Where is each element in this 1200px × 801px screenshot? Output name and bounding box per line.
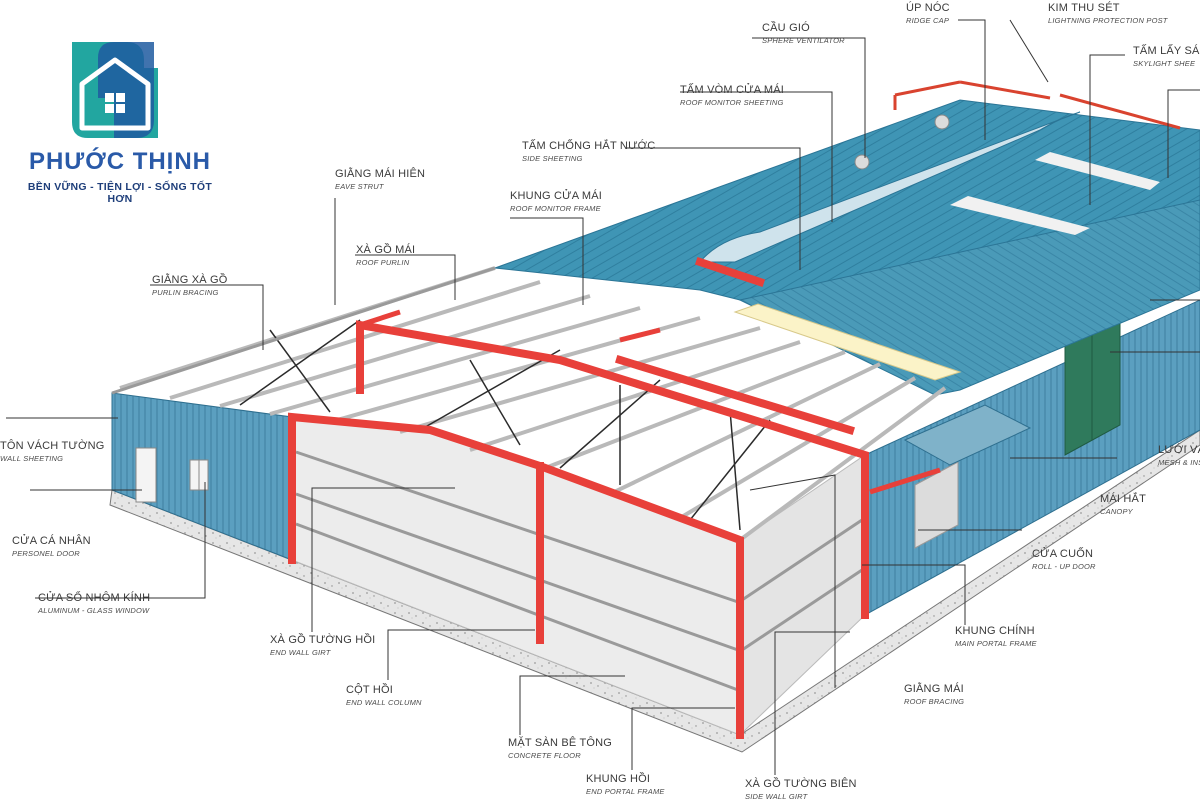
label-en: END WALL COLUMN	[346, 698, 422, 707]
label-vi: GIẰNG XÀ GỒ	[152, 274, 228, 286]
label-en: CANOPY	[1100, 507, 1133, 516]
label-vi: CẦU GIÓ	[762, 22, 810, 34]
label-wall-sheeting: TÔN VÁCH TƯỜNG WALL SHEETING	[0, 440, 105, 463]
label-lightning-post: KIM THU SÉT LIGHTNING PROTECTION POST	[1048, 2, 1168, 25]
brand-name: PHƯỚC THỊNH	[28, 148, 212, 175]
canopy-shape	[903, 404, 1032, 466]
label-mesh: LƯỚI VÀ MESH & INS	[1158, 444, 1200, 467]
label-main-portal-frame: KHUNG CHÍNH MAIN PORTAL FRAME	[955, 625, 1037, 648]
label-concrete-floor: MẶT SÀN BÊ TÔNG CONCRETE FLOOR	[508, 737, 612, 760]
label-vi: MÁI HẮT	[1100, 493, 1147, 505]
frame-mid-3	[615, 355, 855, 435]
label-ridge-cap: ÚP NÓC RIDGE CAP	[906, 2, 950, 25]
label-vi: KHUNG CHÍNH	[955, 625, 1035, 637]
label-roof-monitor-sheeting: TẤM VÒM CỬA MÁI ROOF MONITOR SHEETING	[680, 84, 784, 107]
label-en: END WALL GIRT	[270, 648, 331, 657]
label-vi: LƯỚI VÀ	[1158, 444, 1200, 456]
ventilator-2	[934, 114, 950, 130]
label-en: ROOF MONITOR FRAME	[510, 204, 601, 213]
label-vi: KHUNG HỒI	[586, 773, 651, 785]
label-en: ALUMINUM - GLASS WINDOW	[38, 606, 150, 615]
gutter-band	[733, 303, 962, 381]
label-en: ROLL - UP DOOR	[1032, 562, 1096, 571]
label-en: SIDE WALL GIRT	[745, 792, 808, 801]
label-en: PURLIN BRACING	[152, 288, 219, 297]
label-en: MESH & INS	[1158, 458, 1200, 467]
frame-end	[288, 412, 744, 739]
label-glass-window: CỬA SỔ NHÔM KÍNH ALUMINUM - GLASS WINDOW	[38, 592, 150, 615]
label-vi: GIẰNG MÁI HIÊN	[335, 168, 426, 180]
ventilator-1	[854, 154, 870, 170]
label-en: ROOF BRACING	[904, 697, 965, 706]
label-vi: KHUNG CỬA MÁI	[510, 190, 603, 202]
brand-tagline: BỀN VỮNG - TIỆN LỢI - SỐNG TỐT HƠN	[27, 181, 213, 205]
label-en: WALL SHEETING	[0, 454, 64, 463]
label-en: END PORTAL FRAME	[586, 787, 665, 796]
frame-mid-1	[356, 320, 869, 619]
label-en: MAIN PORTAL FRAME	[955, 639, 1037, 648]
label-vi: MẶT SÀN BÊ TÔNG	[508, 737, 613, 749]
label-personnel-door: CỬA CÁ NHÂN PERSONEL DOOR	[12, 535, 91, 558]
label-vi: TẤM CHỐNG HẮT NƯỚC	[522, 140, 656, 152]
label-en: SPHERE VENTILATOR	[762, 36, 845, 45]
label-skylight: TẤM LẤY SÁN SKYLIGHT SHEE	[1133, 45, 1200, 68]
label-vi: CỬA SỔ NHÔM KÍNH	[38, 592, 151, 604]
label-vi: GIẰNG MÁI	[904, 683, 964, 695]
label-roof-monitor-frame: KHUNG CỬA MÁI ROOF MONITOR FRAME	[510, 190, 602, 213]
skylight-1	[950, 196, 1090, 235]
label-purlin-bracing: GIẰNG XÀ GỒ PURLIN BRACING	[152, 274, 228, 297]
label-vi: XÀ GỒ TƯỜNG HỒI	[270, 634, 376, 646]
label-roof-purlin: XÀ GỒ MÁI ROOF PURLIN	[356, 244, 415, 267]
label-vi: XÀ GỒ MÁI	[356, 244, 416, 256]
label-sphere-ventilator: CẦU GIÓ SPHERE VENTILATOR	[762, 22, 845, 45]
brand-logo: PHƯỚC THỊNH BỀN VỮNG - TIỆN LỢI - SỐNG T…	[20, 36, 220, 206]
label-vi: CỘT HỒI	[346, 684, 394, 696]
label-en: CONCRETE FLOOR	[508, 751, 581, 760]
label-vi: TÔN VÁCH TƯỜNG	[0, 440, 105, 452]
label-end-portal-frame: KHUNG HỒI END PORTAL FRAME	[586, 773, 665, 796]
label-en: SKYLIGHT SHEE	[1133, 59, 1196, 68]
label-en: LIGHTNING PROTECTION POST	[1048, 16, 1168, 25]
label-en: RIDGE CAP	[906, 16, 950, 25]
label-vi: ÚP NÓC	[906, 2, 950, 14]
label-en: SIDE SHEETING	[522, 154, 583, 163]
label-canopy: MÁI HẮT CANOPY	[1100, 493, 1146, 516]
label-roof-bracing: GIẰNG MÁI ROOF BRACING	[904, 683, 964, 706]
roll-up-door-shape	[914, 461, 959, 549]
label-en: ROOF MONITOR SHEETING	[680, 98, 784, 107]
label-end-wall-girt: XÀ GỒ TƯỜNG HỒI END WALL GIRT	[270, 634, 375, 657]
label-eave-strut: GIẰNG MÁI HIÊN EAVE STRUT	[335, 168, 425, 191]
label-vi: KIM THU SÉT	[1048, 2, 1120, 14]
label-en: ROOF PURLIN	[356, 258, 410, 267]
label-vi: TẤM VÒM CỬA MÁI	[680, 84, 785, 96]
label-end-wall-column: CỘT HỒI END WALL COLUMN	[346, 684, 422, 707]
label-vi: CỬA CUỐN	[1032, 548, 1094, 560]
label-vi: CỬA CÁ NHÂN	[12, 535, 91, 547]
label-side-wall-girt: XÀ GỒ TƯỜNG BIÊN SIDE WALL GIRT	[745, 778, 857, 801]
label-roll-up-door: CỬA CUỐN ROLL - UP DOOR	[1032, 548, 1096, 571]
personnel-door-shape	[135, 447, 157, 503]
label-vi: XÀ GỒ TƯỜNG BIÊN	[745, 778, 857, 790]
label-en: PERSONEL DOOR	[12, 549, 80, 558]
label-vi: TẤM LẤY SÁN	[1133, 45, 1200, 57]
house-logo-icon	[72, 42, 158, 138]
label-side-sheeting: TẤM CHỐNG HẮT NƯỚC SIDE SHEETING	[522, 140, 655, 163]
label-en: EAVE STRUT	[335, 182, 384, 191]
